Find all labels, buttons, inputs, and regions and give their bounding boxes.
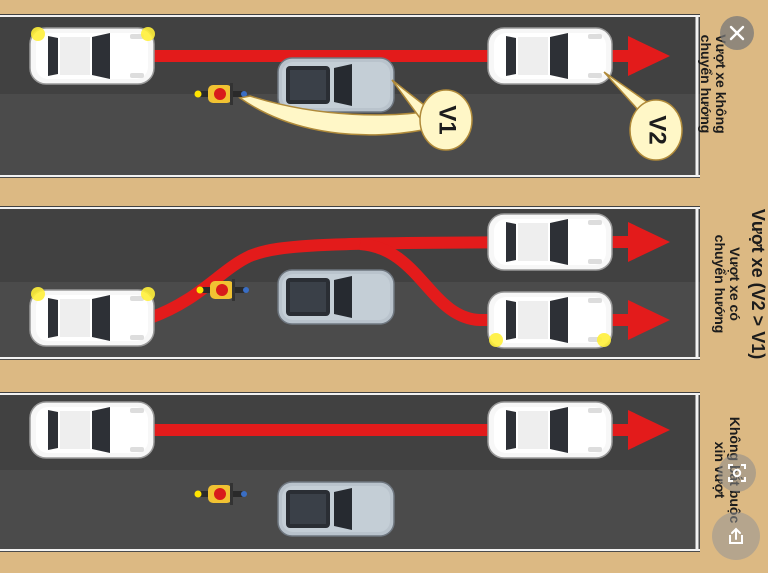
gray-car-bottom — [277, 481, 395, 537]
diagram-title: Vượt xe (V2 > V1) — [748, 209, 768, 359]
caption-top-line1: Vượt xe không — [713, 34, 729, 133]
arrow-middle-lower-line — [359, 238, 636, 326]
arrow-middle-lower-head — [628, 300, 670, 340]
lens-icon — [728, 464, 746, 482]
bubble-v2-label: V2 — [644, 115, 671, 144]
car-middle-ahead-lower — [487, 291, 613, 349]
turn-signal-middle-4 — [597, 333, 611, 347]
overtaking-car-top — [29, 27, 155, 85]
close-icon — [729, 25, 745, 41]
turn-signal-top-1 — [31, 27, 45, 41]
car-middle-ahead-upper — [487, 213, 613, 271]
turn-signal-middle-1 — [31, 287, 45, 301]
caption-middle-line2: chuyển hướng — [712, 235, 728, 334]
bubble-v1 — [419, 89, 473, 151]
gray-car-top — [277, 57, 395, 113]
caption-middle-line1: Vượt xe có — [727, 247, 743, 321]
arrow-bottom-head — [628, 410, 670, 450]
overtaking-car-top-ahead — [487, 27, 613, 85]
caption-top-line2: chuyển hướng — [698, 35, 714, 134]
lens-button[interactable] — [718, 454, 756, 492]
arrow-middle-upper-head — [628, 222, 670, 262]
bubble-v2 — [629, 99, 683, 161]
turn-signal-middle-2 — [141, 287, 155, 301]
turn-signal-top-2 — [141, 27, 155, 41]
share-button[interactable] — [712, 512, 760, 560]
gray-car-middle — [277, 269, 395, 325]
car-bottom-ahead — [487, 401, 613, 459]
share-icon — [729, 527, 743, 544]
arrow-top-head — [628, 36, 670, 76]
close-button[interactable] — [720, 16, 754, 50]
overtaking-car-middle — [29, 289, 155, 347]
turn-signal-middle-3 — [489, 333, 503, 347]
bubble-v1-label: V1 — [434, 105, 461, 134]
road-edge-lines — [0, 15, 700, 551]
car-bottom-behind — [29, 401, 155, 459]
